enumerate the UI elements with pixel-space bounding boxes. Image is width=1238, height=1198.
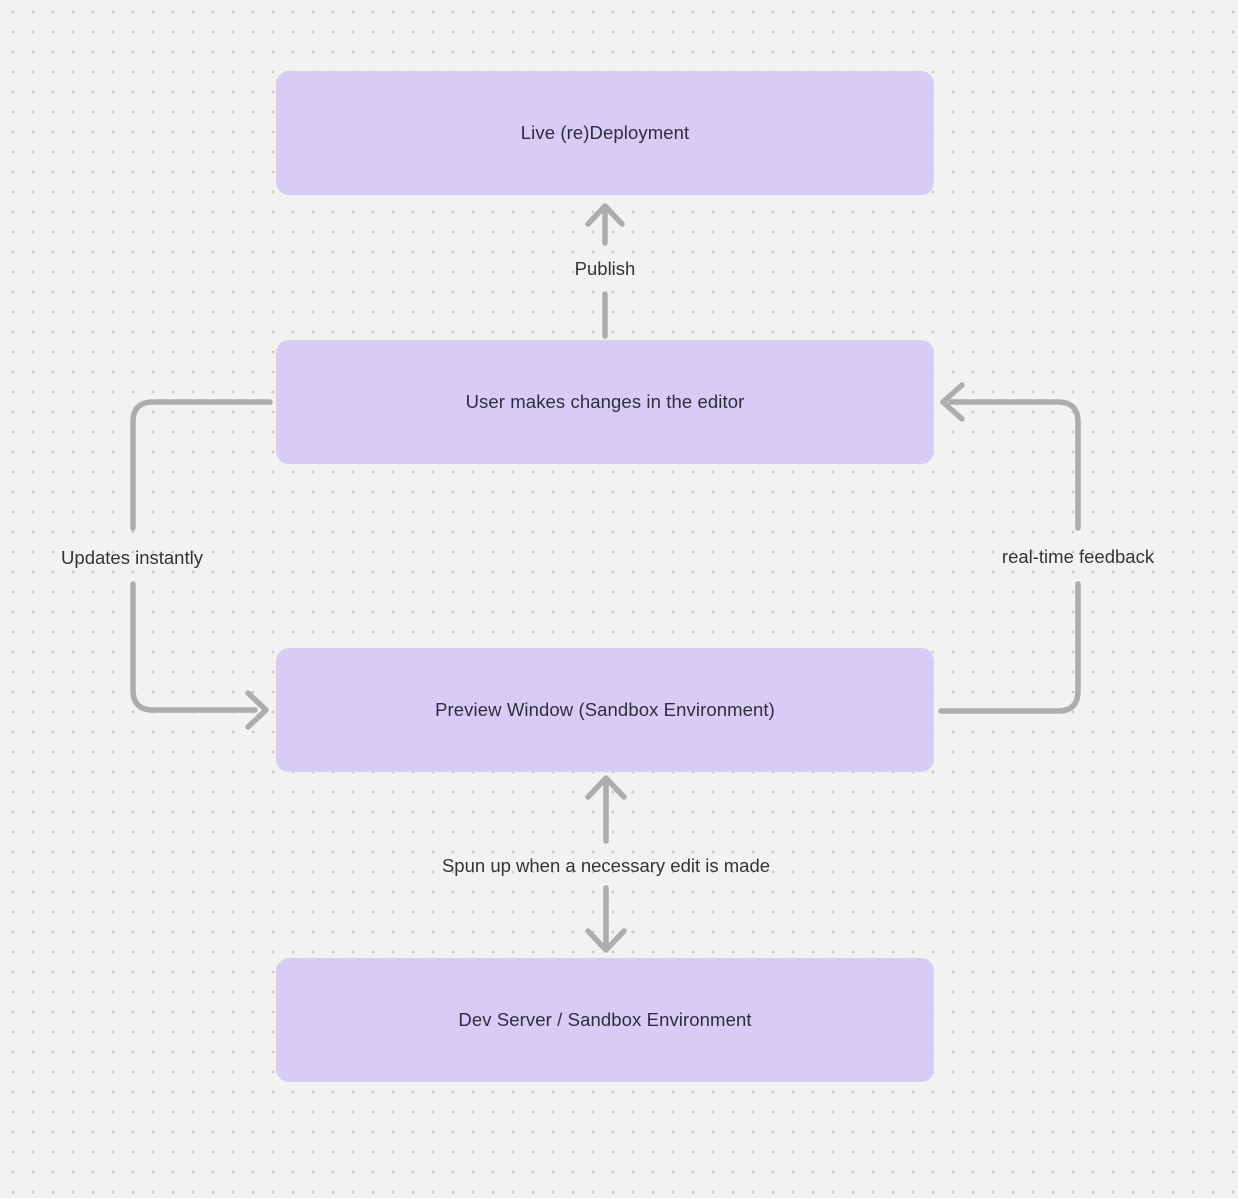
edge-feedback-segment-lower	[938, 581, 1081, 714]
edge-label-real-time-feedback: real-time feedback	[1001, 546, 1155, 567]
node-live-deployment-label: Live (re)Deployment	[520, 122, 690, 143]
node-dev-server-label: Dev Server / Sandbox Environment	[458, 1009, 752, 1030]
arrowhead-left-icon	[940, 382, 965, 422]
arrowhead-up-icon	[585, 203, 625, 227]
node-user-makes-changes-label: User makes changes in the editor	[465, 391, 745, 412]
node-live-deployment[interactable]: Live (re)Deployment	[276, 71, 934, 195]
edge-real-time-feedback-arrow	[938, 382, 1081, 714]
node-dev-server[interactable]: Dev Server / Sandbox Environment	[276, 958, 934, 1082]
arrowhead-down-icon	[585, 928, 627, 953]
node-preview-window[interactable]: Preview Window (Sandbox Environment)	[276, 648, 934, 772]
node-preview-window-label: Preview Window (Sandbox Environment)	[435, 699, 775, 720]
edge-updates-segment-upper	[130, 399, 273, 531]
edge-updates-instantly-arrow	[130, 399, 273, 730]
edge-spun-up-arrow	[585, 775, 627, 953]
arrowhead-up-icon	[585, 775, 627, 800]
edge-updates-segment-lower	[130, 581, 258, 713]
edge-label-updates-instantly: Updates instantly	[61, 547, 203, 568]
arrowhead-right-icon	[245, 690, 269, 730]
edge-feedback-segment-upper	[948, 399, 1081, 531]
edge-publish-arrow	[585, 203, 625, 339]
node-user-makes-changes[interactable]: User makes changes in the editor	[276, 340, 934, 464]
edge-label-publish: Publish	[574, 258, 636, 279]
edge-label-spun-up: Spun up when a necessary edit is made	[441, 855, 771, 876]
